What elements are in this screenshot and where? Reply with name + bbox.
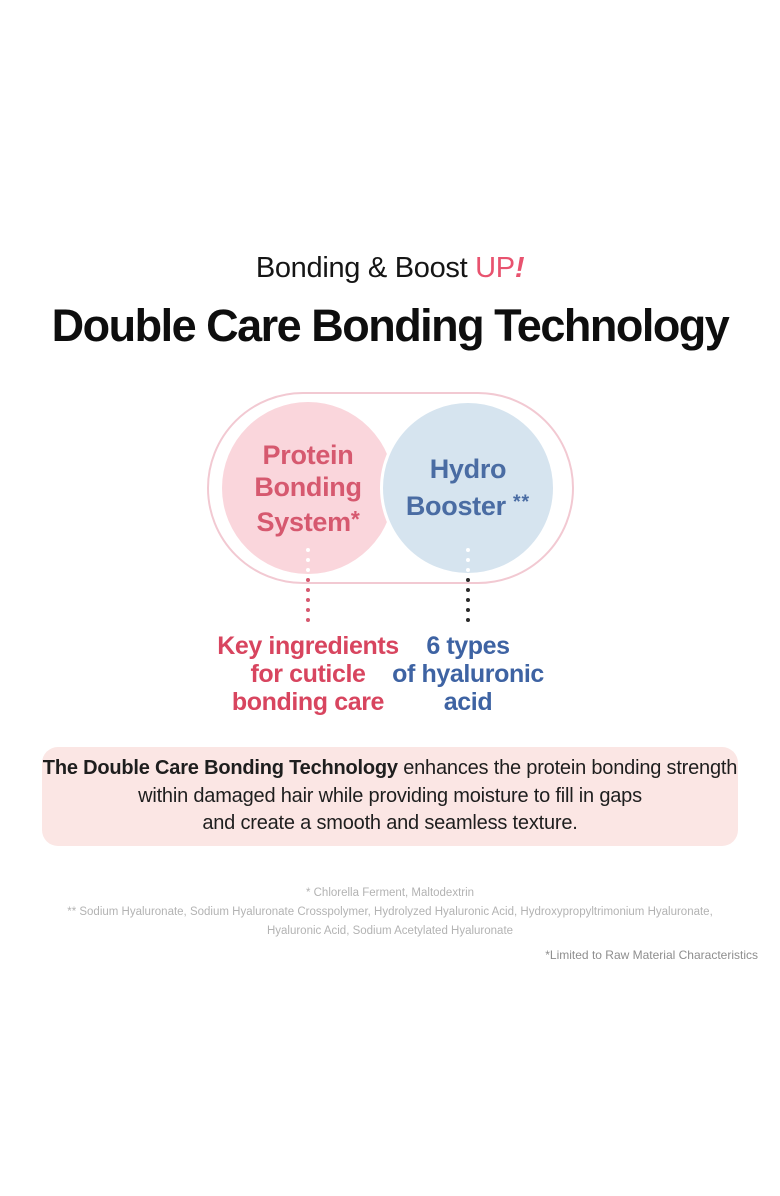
right-caption: 6 types of hyaluronic acid [353, 632, 583, 716]
bonding-line: Bonding [254, 471, 362, 502]
left-dotted-connector [306, 548, 310, 622]
description-line1-rest: enhances the protein bonding strength [397, 757, 738, 780]
right-dotted-connector [466, 548, 470, 622]
subtitle-accent-up: UP [475, 252, 515, 284]
footnote-line3: Hyaluronic Acid, Sodium Acetylated Hyalu… [266, 925, 514, 937]
footnote-line1: * Chlorella Ferment, Maltodextrin [305, 887, 475, 899]
left-caption-line2: for cuticle [250, 660, 366, 688]
left-caption-line3: bonding care [231, 688, 385, 716]
description-line1: The Double Care Bonding Technology enhan… [42, 755, 738, 783]
subtitle-prefix: Bonding & Boost [255, 252, 476, 284]
description-bold-phrase: The Double Care Bonding Technology [42, 757, 398, 780]
subtitle-accent-bang: ! [514, 252, 525, 284]
left-caption: Key ingredients for cuticle bonding care [193, 632, 423, 716]
ingredient-footnotes: * Chlorella Ferment, Maltodextrin ** Sod… [0, 884, 780, 941]
left-caption-line1: Key ingredients [217, 632, 399, 660]
footnote-line2: ** Sodium Hyaluronate, Sodium Hyaluronat… [67, 906, 713, 918]
limitation-note: *Limited to Raw Material Characteristics [545, 948, 758, 962]
protein-bonding-circle: Protein Bonding System* [222, 402, 394, 574]
page-title: Double Care Bonding Technology [51, 300, 730, 351]
hydro-line: Hydro [429, 454, 507, 484]
protein-bonding-label: Protein Bonding System* [254, 439, 362, 538]
right-caption-line2: of hyaluronic [392, 660, 544, 688]
hydro-booster-circle: Hydro Booster ** [380, 400, 556, 576]
system-line: System [256, 506, 352, 537]
description-line2: within damaged hair while providing mois… [138, 784, 642, 807]
single-asterisk: * [350, 505, 360, 532]
subtitle: Bonding & Boost UP! [0, 252, 780, 285]
double-asterisk: ** [512, 491, 531, 513]
right-caption-line3: acid [443, 688, 493, 716]
protein-line: Protein [262, 439, 354, 470]
hydro-booster-label: Hydro Booster ** [406, 453, 530, 523]
description-line3: and create a smooth and seamless texture… [202, 812, 578, 835]
right-caption-line1: 6 types [426, 632, 510, 660]
booster-line: Booster [405, 491, 506, 521]
description-box: The Double Care Bonding Technology enhan… [42, 747, 738, 846]
